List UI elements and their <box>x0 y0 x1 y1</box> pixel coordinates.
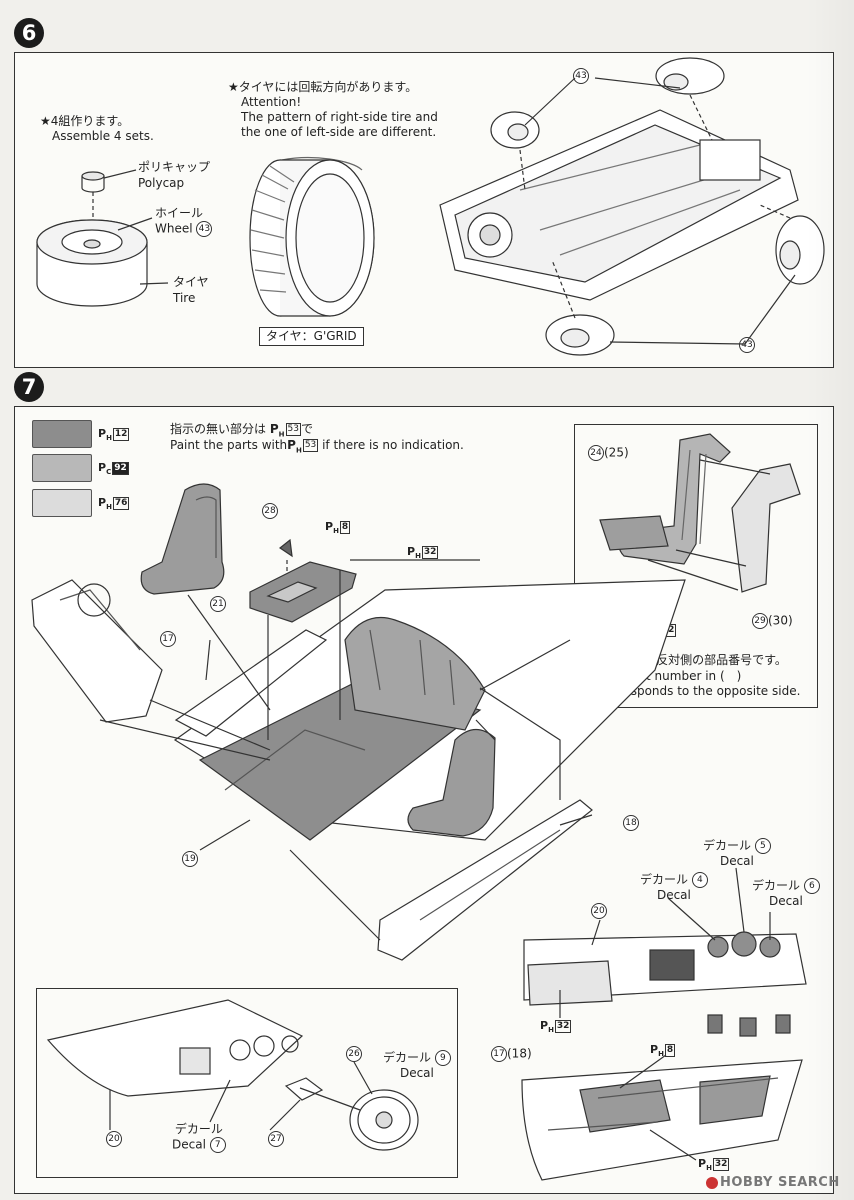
polycap-label-en: Polycap <box>138 176 185 190</box>
part-21: 21 <box>210 596 226 612</box>
wheel-part-number: 43 <box>196 221 213 237</box>
part-17-18: 17(18) <box>491 1046 532 1062</box>
color-swatch-3 <box>32 489 92 517</box>
watermark: HOBBY SEARCH <box>706 1175 840 1190</box>
part-26: 26 <box>346 1046 362 1062</box>
part-17: 17 <box>160 631 176 647</box>
step-7-number: 7 <box>14 372 44 402</box>
attention-line-3: the one of left-side are different. <box>241 125 437 139</box>
paint-note-en: Paint the parts withPH53 if there is no … <box>170 438 464 455</box>
part-29-30: 29(30) <box>752 613 793 629</box>
chassis-part-top: 43 <box>573 68 589 84</box>
part-27: 27 <box>268 1131 284 1147</box>
part-28: 28 <box>262 503 278 519</box>
decal-6-label: デカール 6Decal <box>752 878 820 909</box>
tire-label-en: Tire <box>173 291 196 305</box>
tire-label-jp: タイヤ <box>173 275 209 289</box>
right-edge-binding <box>806 0 854 1200</box>
tire-tag: タイヤ：G'GRID <box>259 327 364 346</box>
attention-en: Attention! <box>241 95 302 109</box>
polycap-label-jp: ポリキャップ <box>138 160 211 174</box>
chassis-part-bottom: 43 <box>739 337 755 353</box>
part-20-right: 20 <box>591 903 607 919</box>
step-6-number: 6 <box>14 18 44 48</box>
watermark-logo-icon <box>706 1176 718 1189</box>
color-swatch-2 <box>32 454 92 482</box>
part-18: 18 <box>623 815 639 831</box>
wheel-label-jp: ホイール <box>155 206 204 220</box>
attention-jp: ★タイヤには回転方向があります。 <box>228 80 418 94</box>
assemble-note-en: Assemble 4 sets. <box>52 129 154 143</box>
part-19: 19 <box>182 851 198 867</box>
wheel-label-en: Wheel 43 <box>155 221 213 237</box>
attention-line-2: The pattern of right-side tire and <box>241 110 438 124</box>
part-20-left: 20 <box>106 1131 122 1147</box>
color-swatch-1 <box>32 420 92 448</box>
inset-note-en-2: corresponds to the opposite side. <box>600 684 801 698</box>
assemble-note-jp: ★4組作ります。 <box>40 114 130 128</box>
part-24-25: 24(25) <box>588 445 629 461</box>
